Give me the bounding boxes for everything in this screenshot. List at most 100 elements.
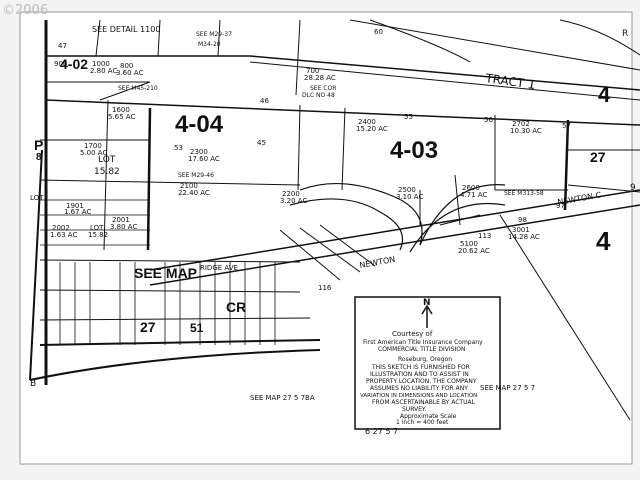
eight-b-label: B bbox=[30, 379, 36, 389]
parcel-1600-area: 5.65 AC bbox=[108, 113, 135, 121]
parcel-1600-id: 1600 bbox=[112, 106, 130, 114]
grid-line bbox=[157, 19, 161, 57]
legend-line-9: VARIATION IN DIMENSIONS AND LOCATION bbox=[360, 393, 477, 399]
parcel-line bbox=[341, 107, 346, 191]
r-label: R bbox=[622, 29, 628, 39]
dlc-no-label: DLC NO 48 bbox=[302, 92, 335, 99]
map-number-404: 4-04 bbox=[175, 111, 224, 138]
parcel-2400-id: 2400 bbox=[358, 118, 376, 126]
twenty-seven-label: 27 bbox=[140, 319, 156, 335]
legend-line-5: THIS SKETCH IS FURNISHED FOR bbox=[371, 364, 470, 371]
parcel-line bbox=[297, 104, 301, 191]
scale-value: 1 inch = 400 feet bbox=[396, 419, 449, 426]
side-97-label: 97 bbox=[556, 202, 565, 210]
parcel-2200-area: 3.20 AC bbox=[280, 197, 307, 205]
parcel-line bbox=[99, 81, 151, 101]
north-arrow-icon bbox=[421, 304, 433, 328]
side-45-label: 45 bbox=[257, 139, 266, 147]
parcel-1000-id: 1000 bbox=[92, 60, 110, 68]
newton-road-north bbox=[149, 189, 640, 271]
lot-label-2: LOT bbox=[90, 224, 104, 232]
parcel-900-id: 900 bbox=[54, 60, 67, 68]
legend-line-1: Courtesy of bbox=[392, 330, 433, 338]
side-60-label: 60 bbox=[374, 28, 383, 36]
lot-band bbox=[39, 317, 311, 321]
parcel-3001-area: 14.28 AC bbox=[508, 233, 540, 241]
subdivision-street bbox=[289, 198, 404, 251]
parcel-line bbox=[45, 99, 640, 126]
cr-label: CR bbox=[226, 299, 246, 315]
side-9-label: 9 bbox=[630, 183, 636, 193]
parcel-2002-id: 2002 bbox=[52, 224, 70, 232]
map-number-4-right: 4 bbox=[598, 82, 611, 107]
parcel-2100-area: 22.40 AC bbox=[178, 189, 210, 197]
parcel-5100-id: 5100 bbox=[460, 240, 478, 248]
ridge-ave-label: RIDGE AVE bbox=[200, 264, 238, 272]
side-53-label: 53 bbox=[174, 144, 183, 152]
parcel-line-bold bbox=[146, 107, 152, 251]
side-55-label: 55 bbox=[404, 113, 413, 121]
legend-line-10: FROM ASCERTAINABLE BY ACTUAL bbox=[372, 399, 476, 406]
parcel-2100-id: 2100 bbox=[180, 182, 198, 190]
lot-line bbox=[279, 229, 341, 281]
parcel-1700-area: 5.00 AC bbox=[80, 149, 107, 157]
grid-line bbox=[295, 19, 301, 96]
watermark: ©2006 bbox=[2, 3, 48, 18]
south-boundary bbox=[29, 349, 321, 381]
newton-road-south bbox=[149, 204, 640, 286]
legend-line-11: SURVEY. bbox=[402, 406, 426, 413]
lot-value-2: 15.82 bbox=[88, 231, 108, 239]
parcel-2001-id: 2001 bbox=[112, 216, 130, 224]
parcel-1000-area: 2.80 AC bbox=[90, 67, 117, 75]
parcel-1901-id: 1901 bbox=[66, 202, 84, 210]
side-47-label: 47 bbox=[58, 42, 67, 50]
lot-ticks bbox=[59, 262, 276, 345]
side-56-label: 56 bbox=[484, 116, 493, 124]
west-boundary-2 bbox=[29, 149, 43, 381]
north-boundary-diagonal bbox=[249, 55, 640, 91]
parcel-line bbox=[454, 174, 461, 226]
see-m313-58-label: SEE M313-58 bbox=[504, 190, 544, 197]
see-m34-37-label: SEE M29-37 bbox=[196, 31, 232, 38]
parcel-2600-area: 4.71 AC bbox=[460, 191, 487, 199]
side-lot-label: LOT bbox=[30, 194, 44, 202]
section-label: 6 27 5 7 bbox=[365, 427, 398, 436]
parcel-700-area: 28.28 AC bbox=[304, 74, 336, 82]
fifty-one-label: 51 bbox=[190, 321, 204, 335]
parcel-3001-id: 3001 bbox=[512, 226, 530, 234]
see-m45-210-label: SEE M45-210 bbox=[118, 85, 158, 92]
grid-line bbox=[95, 19, 101, 57]
legend-line-4: Roseburg, Oregon bbox=[398, 356, 452, 363]
side-46-label: 46 bbox=[260, 97, 269, 105]
map-number-402: 4-02 bbox=[60, 56, 88, 72]
p-label: P bbox=[34, 137, 43, 153]
legend-line-3: COMMERCIAL TITLE DIVISION bbox=[378, 346, 465, 353]
m34-20-label: M34-20 bbox=[198, 41, 221, 48]
parcel-2600-id: 2600 bbox=[462, 184, 480, 192]
parcel-1901-area: 1.67 AC bbox=[64, 208, 91, 216]
side-27-label: 27 bbox=[590, 149, 606, 165]
parcel-800-id: 800 bbox=[120, 62, 133, 70]
map-number-4-lower: 4 bbox=[596, 226, 611, 256]
west-lot-lines bbox=[40, 199, 150, 246]
legend-line-2: First American Title Insurance Company bbox=[363, 339, 483, 346]
tract-line bbox=[349, 19, 640, 71]
map-sheet bbox=[19, 11, 633, 465]
parcel-line bbox=[567, 184, 640, 193]
parcel-2400-area: 15.20 AC bbox=[356, 125, 388, 133]
parcel-2500-id: 2500 bbox=[398, 186, 416, 194]
see-m25-46-label: SEE M29-46 bbox=[178, 172, 214, 179]
parcel-800-area: 3.60 AC bbox=[116, 69, 143, 77]
side-98-label: 98 bbox=[518, 216, 527, 224]
grid-line bbox=[217, 19, 221, 57]
see-detail-label: SEE DETAIL 1100 bbox=[92, 25, 160, 34]
curve-line bbox=[369, 19, 471, 63]
parcel-2300-id: 2300 bbox=[190, 148, 208, 156]
lot-band bbox=[39, 259, 301, 263]
parcel-2200-id: 2200 bbox=[282, 190, 300, 198]
north-label: N bbox=[423, 298, 431, 308]
side-116-label: 116 bbox=[318, 284, 332, 292]
lot-band bbox=[39, 289, 301, 293]
subdivision-street bbox=[419, 184, 506, 246]
